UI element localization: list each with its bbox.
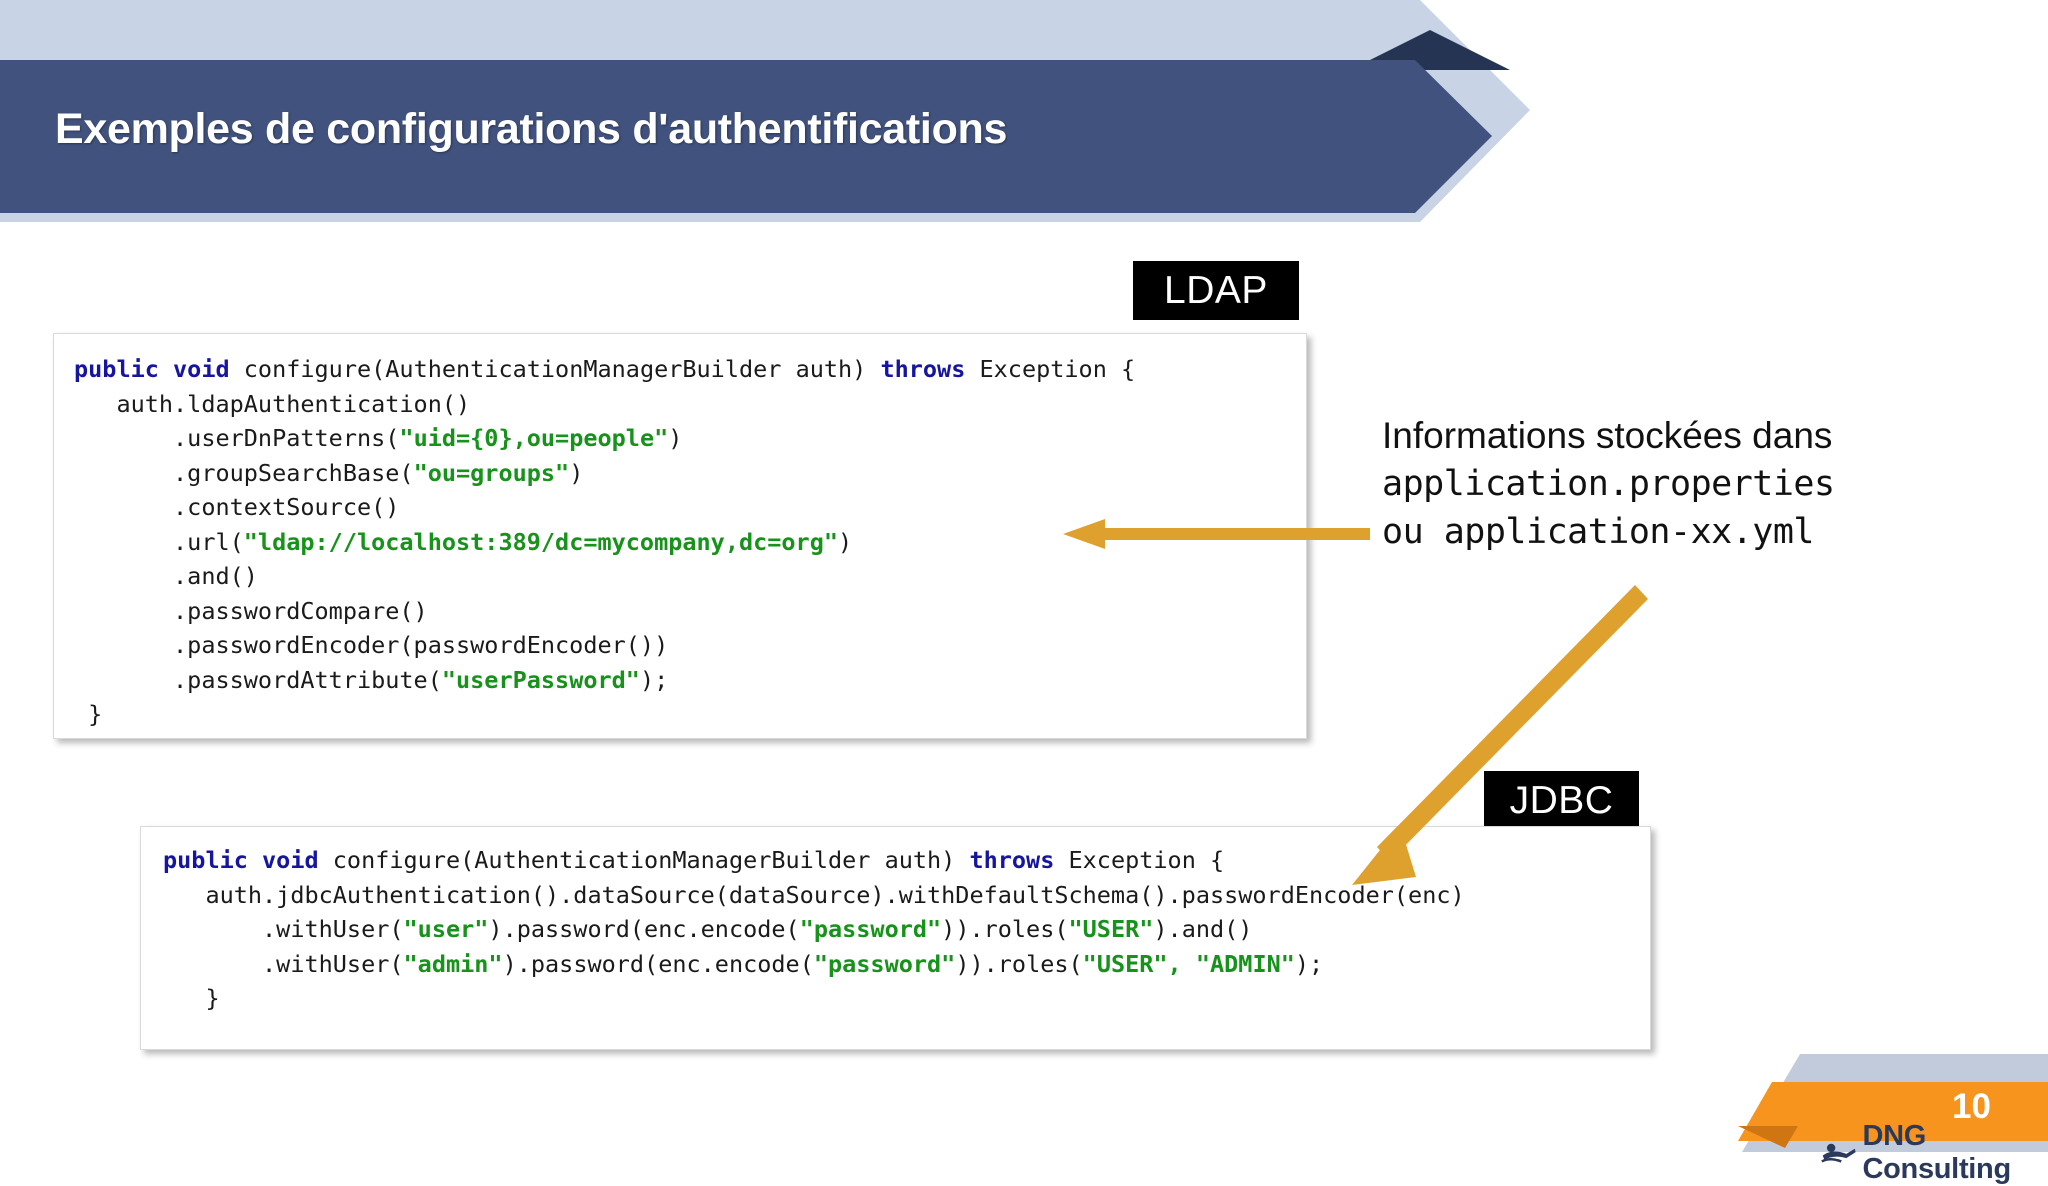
code-token: )).roles( [955,949,1083,978]
code-line: .url("ldap://localhost:389/dc=mycompany,… [74,525,1306,560]
code-line: .withUser("user").password(enc.encode("p… [163,912,1650,947]
annotation-line-1: Informations stockées dans [1382,415,1833,456]
code-token: "password" [813,949,956,978]
code-line: .and() [74,559,1306,594]
code-token: .passwordEncoder(passwordEncoder()) [74,631,669,659]
arrow-diagonal-to-jdbc [1352,585,1648,885]
code-token: "USER", "ADMIN" [1082,949,1295,978]
code-line: .groupSearchBase("ou=groups") [74,456,1306,491]
code-token: "ou=groups" [413,458,570,487]
code-line: .passwordEncoder(passwordEncoder()) [74,628,1306,663]
code-token: } [163,984,220,1012]
code-token: ) [838,527,853,556]
brand-name: DNG Consulting [1862,1120,2011,1185]
code-token: "userPassword" [441,665,640,694]
badge-ldap-label: LDAP [1164,268,1268,312]
code-token: .and() [74,562,258,590]
code-token: .passwordAttribute( [74,665,442,694]
code-line: public void configure(AuthenticationMana… [74,352,1306,387]
code-token: .withUser( [163,915,404,943]
code-token: "user" [403,915,489,943]
annotation-line-3: ou application-xx.yml [1382,512,1815,552]
code-token: "uid={0},ou=people" [399,424,669,452]
code-token: .passwordCompare() [74,596,428,625]
code-token: ); [639,665,669,694]
code-line: .withUser("admin").password(enc.encode("… [163,947,1650,982]
code-token: throws [880,355,966,383]
brand-logo: DNG Consulting [1821,1120,2048,1186]
header-dark-band [0,60,1492,213]
code-token: ) [569,458,584,487]
code-token: "USER" [1068,915,1154,943]
code-token: throws [969,846,1055,874]
badge-jdbc-label: JDBC [1509,778,1614,822]
code-token: auth.ldapAuthentication() [74,389,471,418]
code-token: ) [668,424,683,452]
code-token: } [74,700,103,728]
code-token: .contextSource() [74,493,400,521]
code-line: public void configure(AuthenticationMana… [163,843,1650,878]
code-line: .contextSource() [74,490,1306,525]
arrow-left-to-ldap [1063,519,1370,549]
code-token: Exception { [965,355,1136,383]
swimmer-icon [1821,1143,1856,1163]
code-line: .passwordAttribute("userPassword"); [74,663,1306,698]
code-token: ).password(enc.encode( [488,915,800,943]
annotation-line-2: application.properties [1382,464,1835,504]
code-line: } [74,697,1306,732]
code-token: .userDnPatterns( [74,424,400,452]
code-token: configure(AuthenticationManagerBuilder a… [229,355,881,383]
code-token: .withUser( [163,949,404,978]
code-token: public void [74,355,230,383]
page-title: Exemples de configurations d'authentific… [55,105,1008,153]
code-token: ); [1294,949,1324,978]
code-token: ).and() [1153,915,1253,943]
code-token: configure(AuthenticationManagerBuilder a… [318,846,970,874]
code-token: public void [163,846,319,874]
code-token: .url( [74,527,244,556]
code-line: .userDnPatterns("uid={0},ou=people") [74,421,1306,456]
code-line: auth.jdbcAuthentication().dataSource(dat… [163,878,1650,913]
code-line: .passwordCompare() [74,594,1306,629]
code-token: Exception { [1054,846,1225,874]
code-token: "admin" [403,949,503,978]
code-token: ).password(enc.encode( [502,949,814,978]
badge-jdbc: JDBC [1484,771,1639,830]
code-line: auth.ldapAuthentication() [74,387,1306,422]
code-token: auth.jdbcAuthentication().dataSource(dat… [163,880,1465,909]
code-token: )).roles( [941,915,1069,943]
code-line: } [163,981,1650,1016]
annotation-text: Informations stockées dans application.p… [1382,412,2002,556]
badge-ldap: LDAP [1133,261,1299,320]
code-token: "password" [799,915,942,943]
code-token: "ldap://localhost:389/dc=mycompany,dc=or… [243,527,839,556]
page-number: 10 [1952,1087,1991,1126]
code-token: .groupSearchBase( [74,458,414,487]
